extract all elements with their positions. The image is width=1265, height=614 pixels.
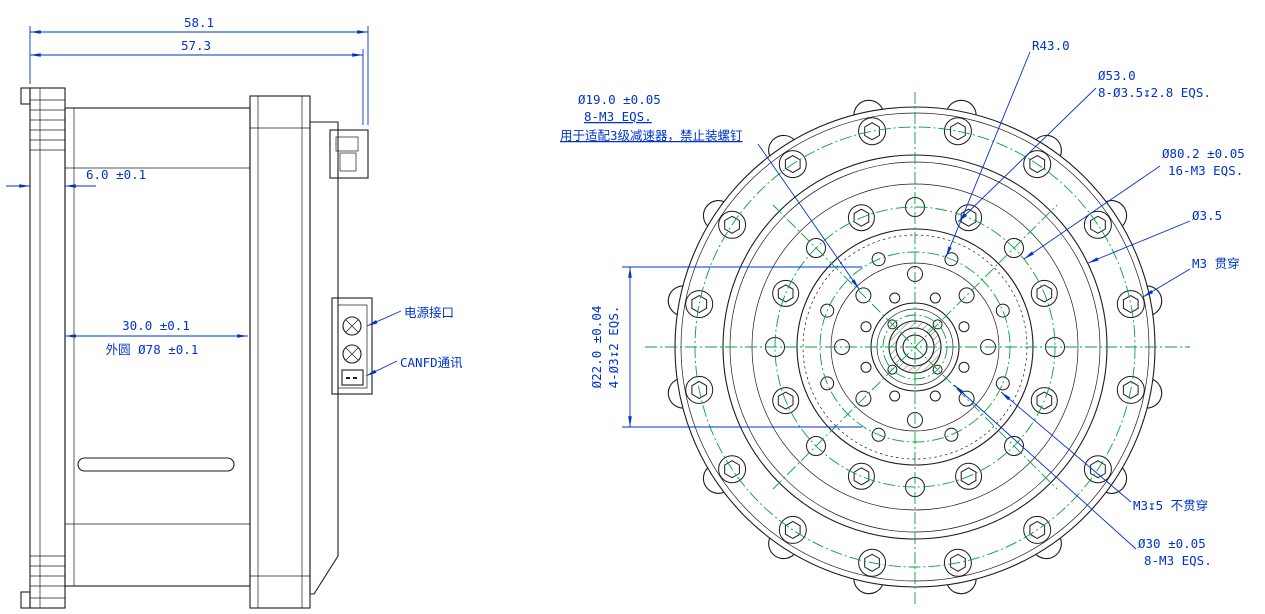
connector-block — [331, 297, 373, 395]
d30-label-line1: Ø30 ±0.05 — [1138, 536, 1206, 551]
d22-label-line2: 4-Ø3↧2 EQS. — [606, 306, 621, 389]
dim-depth-label: 30.0 ±0.1 — [122, 318, 190, 333]
power-connector-pin — [342, 344, 362, 364]
front-view-annotations: R43.0 Ø53.0 8-Ø3.5↧2.8 EQS. Ø19.0 ±0.05 … — [560, 38, 1245, 568]
dim-outer-dia-label: 外圆 Ø78 ±0.1 — [106, 342, 199, 357]
d19-label-line2: 8-M3 EQS. — [584, 109, 652, 124]
radius-note-label: R43.0 — [1032, 38, 1070, 53]
power-connector-pin — [342, 316, 362, 336]
d19-note-label: 用于适配3级减速器，禁止装螺钉 — [560, 128, 743, 143]
d30-label-line2: 8-M3 EQS. — [1144, 553, 1212, 568]
m3-blind-label: M3↧5 不贯穿 — [1133, 498, 1208, 513]
d35-label: Ø3.5 — [1192, 208, 1222, 223]
d22-label-line1: Ø22.0 ±0.04 — [589, 306, 604, 389]
m3-through-label: M3 贯穿 — [1192, 256, 1240, 271]
d53-label-line1: Ø53.0 — [1098, 68, 1136, 83]
dim-total-width-label: 58.1 — [184, 15, 214, 30]
dim-flange-label: 6.0 ±0.1 — [86, 167, 146, 182]
d19-label-line1: Ø19.0 ±0.05 — [578, 92, 661, 107]
side-slot — [77, 457, 235, 472]
top-connector — [329, 129, 369, 179]
canfd-label: CANFD通讯 — [400, 355, 463, 370]
d53-label-line2: 8-Ø3.5↧2.8 EQS. — [1098, 85, 1211, 100]
power-port-label: 电源接口 — [404, 305, 454, 320]
front-view-centerlines — [645, 92, 1190, 604]
side-view-dimensions: 58.1 57.3 6.0 ±0.1 30.0 ±0.1 外圆 Ø78 ±0.1… — [6, 15, 463, 377]
canfd-connector — [341, 369, 364, 386]
dim-body-width-label: 57.3 — [181, 38, 211, 53]
d80-label-line1: Ø80.2 ±0.05 — [1162, 146, 1245, 161]
d80-label-line2: 16-M3 EQS. — [1168, 163, 1243, 178]
